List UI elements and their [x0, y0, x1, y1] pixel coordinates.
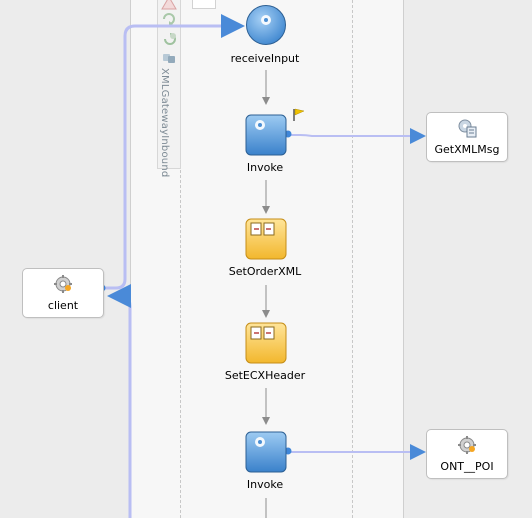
assign-activity[interactable]: [245, 218, 287, 260]
assign-icon: [250, 326, 275, 340]
gear-stack-icon: [458, 119, 477, 138]
gear-icon: [261, 15, 271, 25]
invoke-activity-label: Invoke: [246, 478, 284, 491]
receive-activity-label: receiveInput: [230, 52, 300, 65]
partner-ontpoi[interactable]: ONT__POI: [426, 429, 508, 479]
assign-activity-label: SetOrderXML: [228, 265, 302, 278]
partner-getxmlmsg[interactable]: GetXMLMsg: [426, 112, 508, 162]
assign-activity[interactable]: [245, 322, 287, 364]
invoke-activity[interactable]: [245, 114, 287, 156]
partner-link-toolstrip: XMLGatewayInbound: [157, 0, 181, 177]
gear-icon: [255, 120, 265, 130]
gear-service-icon: [54, 275, 72, 293]
partner-link-getxmlmsg: [288, 128, 426, 144]
receive-activity[interactable]: [245, 4, 287, 46]
lane-divider: [352, 0, 353, 518]
invoke-activity[interactable]: [245, 431, 287, 473]
gear-icon: [255, 437, 265, 447]
partner-getxmlmsg-label: GetXMLMsg: [434, 143, 500, 156]
partner-ontpoi-label: ONT__POI: [440, 460, 494, 473]
invoke-activity-label: Invoke: [246, 161, 284, 174]
scope-tab: [192, 0, 216, 9]
flag-icon: [293, 108, 305, 121]
refresh-arrow-icon[interactable]: [161, 32, 177, 46]
toolstrip-label: XMLGatewayInbound: [159, 68, 170, 178]
partner-client[interactable]: client: [22, 268, 104, 318]
partner-link-reply-client: [107, 284, 132, 518]
link-icon[interactable]: [161, 51, 177, 65]
partner-client-label: client: [47, 299, 79, 312]
partner-link-client-receive: [104, 14, 245, 290]
warning-icon[interactable]: [161, 0, 177, 10]
assign-icon: [250, 222, 275, 236]
assign-activity-label: SetECXHeader: [224, 369, 306, 382]
lane-divider: [180, 0, 181, 518]
gear-service-icon: [458, 436, 476, 454]
